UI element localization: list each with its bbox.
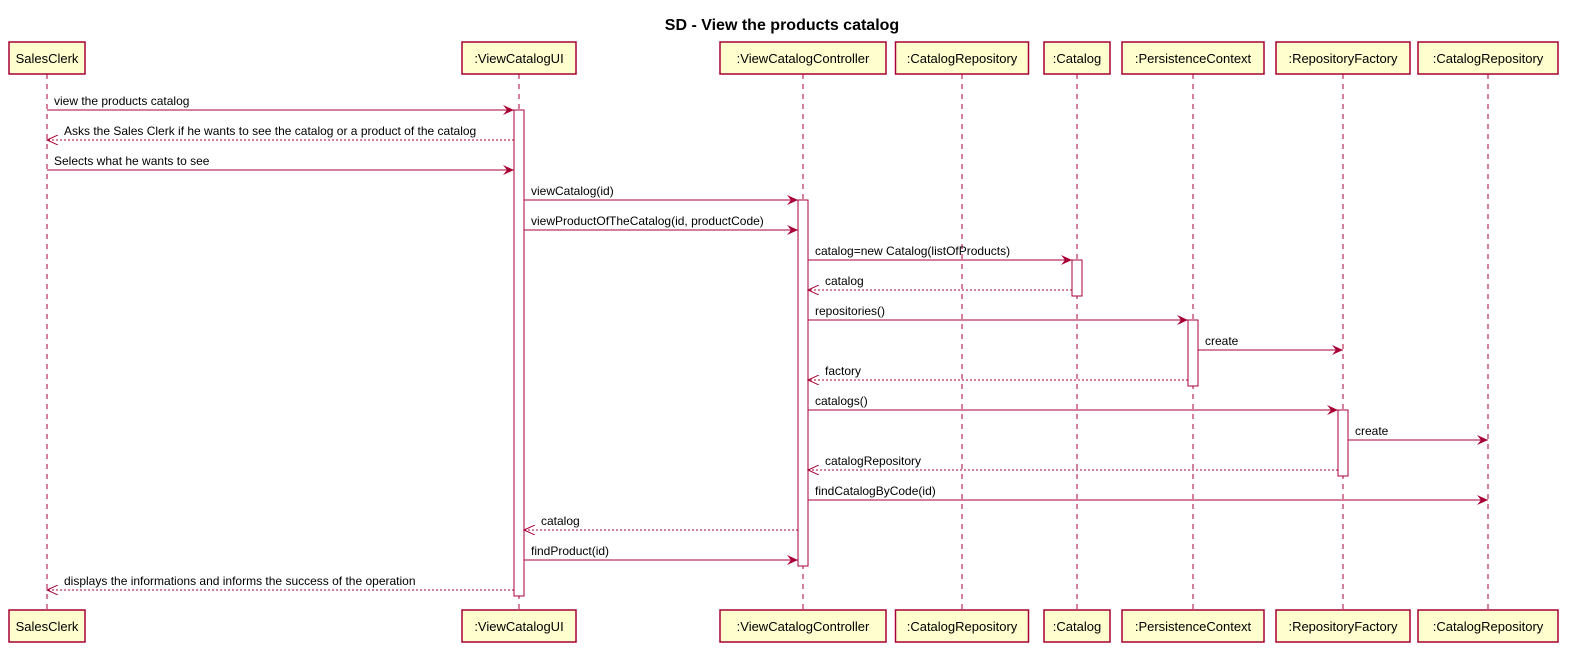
participant-top-p1: :ViewCatalogUI xyxy=(461,41,577,75)
message-12: catalogRepository xyxy=(808,454,1338,470)
diagram-title: SD - View the products catalog xyxy=(665,17,899,34)
participant-label: :CatalogRepository xyxy=(907,619,1018,634)
message-label: view the products catalog xyxy=(54,94,189,108)
participant-bottom-p7: :CatalogRepository xyxy=(1417,609,1559,643)
participant-box xyxy=(719,609,887,643)
participant-bottom-p6: :RepositoryFactory xyxy=(1275,609,1411,643)
message-label: create xyxy=(1355,424,1389,438)
message-15: findProduct(id) xyxy=(524,544,798,565)
participant-label: :PersistenceContext xyxy=(1135,51,1252,66)
participant-box xyxy=(894,41,1030,75)
participant-bottom-p0: SalesClerk xyxy=(8,609,86,643)
activations-layer xyxy=(513,109,1349,597)
participant-top-p7: :CatalogRepository xyxy=(1417,41,1559,75)
participant-top-p6: :RepositoryFactory xyxy=(1275,41,1411,75)
participant-label: :CatalogRepository xyxy=(907,51,1018,66)
participant-label: :Catalog xyxy=(1053,51,1101,66)
lifelines-layer xyxy=(46,74,1489,610)
activation-p6 xyxy=(1337,409,1349,477)
message-0: view the products catalog xyxy=(47,94,514,115)
participant-label: :RepositoryFactory xyxy=(1288,619,1398,634)
message-16: displays the informations and informs th… xyxy=(47,574,514,590)
participant-box xyxy=(1121,609,1265,643)
participant-box xyxy=(8,41,86,75)
message-label: catalog xyxy=(825,274,864,288)
message-label: catalogs() xyxy=(815,394,868,408)
message-13: findCatalogByCode(id) xyxy=(808,484,1488,505)
message-label: catalogRepository xyxy=(825,454,921,468)
message-9: factory xyxy=(808,364,1188,380)
message-5: catalog=new Catalog(listOfProducts) xyxy=(808,244,1072,265)
participants-layer: SalesClerkSalesClerk:ViewCatalogUI:ViewC… xyxy=(8,41,1559,643)
message-label: Selects what he wants to see xyxy=(54,154,210,168)
participant-box xyxy=(1121,41,1265,75)
participant-box xyxy=(1043,41,1111,75)
message-2: Selects what he wants to see xyxy=(47,154,514,175)
message-label: findCatalogByCode(id) xyxy=(815,484,936,498)
message-label: viewProductOfTheCatalog(id, productCode) xyxy=(531,214,764,228)
participant-box xyxy=(1275,41,1411,75)
participant-top-p3: :CatalogRepository xyxy=(894,41,1030,75)
activation-p5 xyxy=(1187,319,1199,387)
message-4: viewProductOfTheCatalog(id, productCode) xyxy=(524,214,798,235)
participant-bottom-p1: :ViewCatalogUI xyxy=(461,609,577,643)
participant-top-p5: :PersistenceContext xyxy=(1121,41,1265,75)
participant-box xyxy=(1043,609,1111,643)
participant-bottom-p3: :CatalogRepository xyxy=(894,609,1030,643)
participant-label: :CatalogRepository xyxy=(1433,619,1544,634)
message-1: Asks the Sales Clerk if he wants to see … xyxy=(47,124,514,140)
participant-label: :Catalog xyxy=(1053,619,1101,634)
message-label: displays the informations and informs th… xyxy=(64,574,416,588)
participant-label: :CatalogRepository xyxy=(1433,51,1544,66)
message-label: repositories() xyxy=(815,304,885,318)
participant-box xyxy=(1417,41,1559,75)
message-6: catalog xyxy=(808,274,1072,290)
participant-label: SalesClerk xyxy=(16,619,79,634)
message-14: catalog xyxy=(524,514,798,530)
participant-label: :ViewCatalogUI xyxy=(474,619,563,634)
participant-box xyxy=(894,609,1030,643)
participant-top-p0: SalesClerk xyxy=(8,41,86,75)
participant-label: :ViewCatalogController xyxy=(737,619,870,634)
message-label: catalog=new Catalog(listOfProducts) xyxy=(815,244,1010,258)
message-3: viewCatalog(id) xyxy=(524,184,798,205)
message-7: repositories() xyxy=(808,304,1188,325)
activation-p1 xyxy=(513,109,525,597)
message-label: factory xyxy=(825,364,861,378)
participant-box xyxy=(1275,609,1411,643)
activation-p2 xyxy=(797,199,809,567)
message-10: catalogs() xyxy=(808,394,1338,415)
participant-box xyxy=(1417,609,1559,643)
participant-bottom-p5: :PersistenceContext xyxy=(1121,609,1265,643)
participant-bottom-p4: :Catalog xyxy=(1043,609,1111,643)
message-label: findProduct(id) xyxy=(531,544,609,558)
message-label: Asks the Sales Clerk if he wants to see … xyxy=(64,124,476,138)
participant-box xyxy=(461,609,577,643)
participant-label: SalesClerk xyxy=(16,51,79,66)
message-label: create xyxy=(1205,334,1239,348)
message-label: catalog xyxy=(541,514,580,528)
participant-label: :ViewCatalogUI xyxy=(474,51,563,66)
participant-bottom-p2: :ViewCatalogController xyxy=(719,609,887,643)
participant-box xyxy=(8,609,86,643)
activation-p4 xyxy=(1071,259,1083,297)
participant-label: :PersistenceContext xyxy=(1135,619,1252,634)
participant-top-p4: :Catalog xyxy=(1043,41,1111,75)
participant-top-p2: :ViewCatalogController xyxy=(719,41,887,75)
message-8: create xyxy=(1198,334,1343,355)
participant-box xyxy=(719,41,887,75)
participant-label: :RepositoryFactory xyxy=(1288,51,1398,66)
participant-label: :ViewCatalogController xyxy=(737,51,870,66)
message-label: viewCatalog(id) xyxy=(531,184,614,198)
message-11: create xyxy=(1348,424,1488,445)
participant-box xyxy=(461,41,577,75)
